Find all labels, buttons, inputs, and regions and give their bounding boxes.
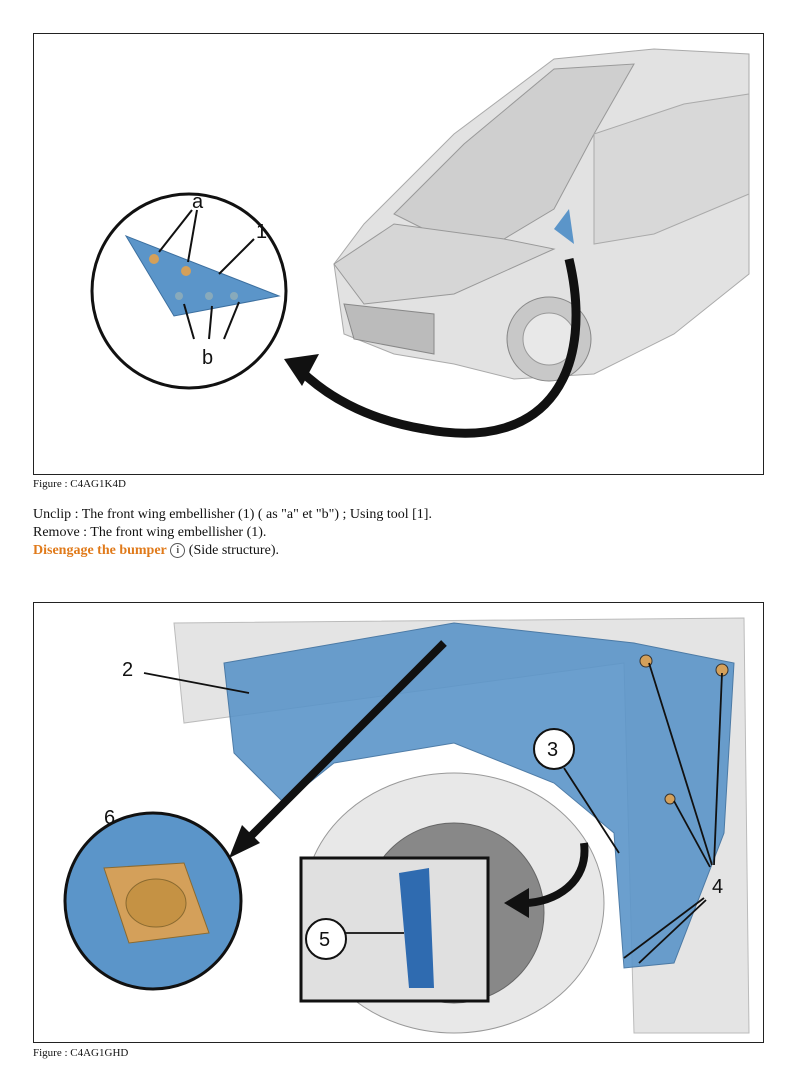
figure-2-caption: Figure : C4AG1GHD: [33, 1047, 129, 1059]
front-wing-embellisher: [124, 234, 281, 317]
figure-2-illustration: 2 3 4 5 6: [33, 602, 764, 1043]
curved-arrow: [295, 257, 581, 438]
callout-1: 1: [256, 221, 267, 243]
callout-6: 6: [104, 807, 115, 829]
callout-2: 2: [122, 659, 133, 681]
instruction-unclip: Unclip : The front wing embellisher (1) …: [33, 507, 432, 522]
instruction-remove: Remove : The front wing embellisher (1).: [33, 525, 267, 540]
car-wing-embellisher-drawing: a 1 b: [90, 48, 750, 438]
info-icon[interactable]: i: [170, 543, 186, 558]
front-wing-drawing: 2 3 4 5 6: [63, 617, 750, 1034]
figure-1-illustration: a 1 b: [33, 33, 764, 475]
callout-b: b: [202, 347, 213, 369]
disengage-bumper-link[interactable]: Disengage the bumper: [33, 543, 167, 558]
callout-5: 5: [319, 929, 330, 951]
callout-3: 3: [547, 739, 558, 761]
link-suffix: (Side structure).: [188, 543, 279, 558]
instruction-disengage: Disengage the bumper i (Side structure).: [33, 542, 279, 560]
figure-1-caption: Figure : C4AG1K4D: [33, 478, 126, 490]
callout-a: a: [192, 191, 204, 213]
callout-4: 4: [712, 876, 723, 898]
